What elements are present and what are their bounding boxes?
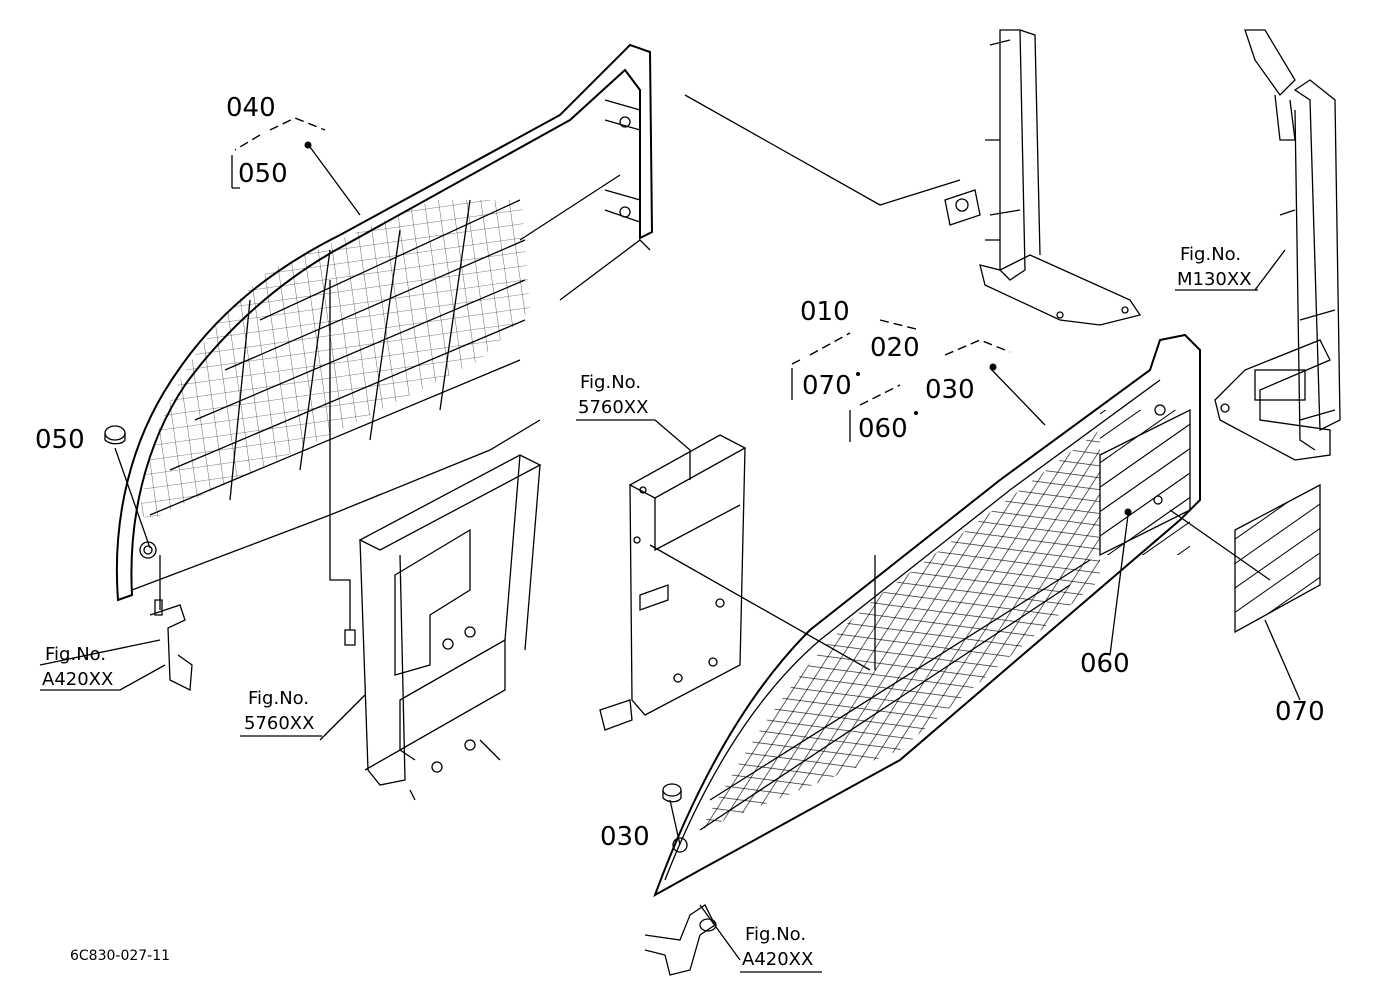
fig-caption: Fig.No.	[1180, 244, 1241, 265]
center-support-bracket	[599, 434, 747, 731]
fig-ref-m130: Fig.No. M130XX	[1175, 244, 1258, 291]
label-020: 020	[870, 333, 920, 363]
fig-ref-a420-bottom: Fig.No. A420XX	[740, 924, 822, 973]
label-070-group: 070	[802, 371, 852, 401]
left-nut-050	[104, 425, 126, 445]
nut-030	[662, 783, 682, 803]
center-post	[944, 29, 1142, 326]
group-brackets	[231, 117, 1011, 442]
left-support-bracket	[344, 454, 542, 801]
label-050-left: 050	[35, 425, 85, 455]
decal-060-area	[1102, 415, 1188, 552]
left-bracket-a420	[149, 599, 193, 692]
fig-number: A420XX	[42, 669, 113, 690]
label-010: 010	[800, 297, 850, 327]
drawing-code: 6C830-027-11	[70, 948, 170, 964]
fig-number: 5760XX	[244, 713, 314, 734]
fig-number: A420XX	[742, 949, 813, 970]
fig-caption: Fig.No.	[45, 644, 106, 665]
fig-number: 5760XX	[578, 397, 648, 418]
fig-caption: Fig.No.	[580, 372, 641, 393]
fig-caption: Fig.No.	[745, 924, 806, 945]
decal-070	[1234, 483, 1321, 634]
label-030-group: 030	[925, 375, 975, 405]
right-grille-panel	[653, 333, 1201, 898]
leader-lines	[39, 94, 1301, 961]
label-040: 040	[226, 93, 276, 123]
fig-ref-a420-left: Fig.No. A420XX	[42, 644, 113, 690]
bottom-bracket-a420	[644, 904, 717, 976]
fig-number: M130XX	[1177, 269, 1252, 290]
fig-ref-5760-center: Fig.No. 5760XX	[576, 372, 655, 421]
label-060: 060	[1080, 649, 1130, 679]
label-070: 070	[1275, 697, 1325, 727]
right-frame-post	[1214, 29, 1341, 461]
label-060-group: 060	[858, 414, 908, 444]
fig-ref-5760-left: Fig.No. 5760XX	[240, 688, 322, 737]
fig-caption: Fig.No.	[248, 688, 309, 709]
label-030: 030	[600, 822, 650, 852]
left-grille-panel	[115, 43, 654, 602]
label-050-top: 050	[238, 159, 288, 189]
